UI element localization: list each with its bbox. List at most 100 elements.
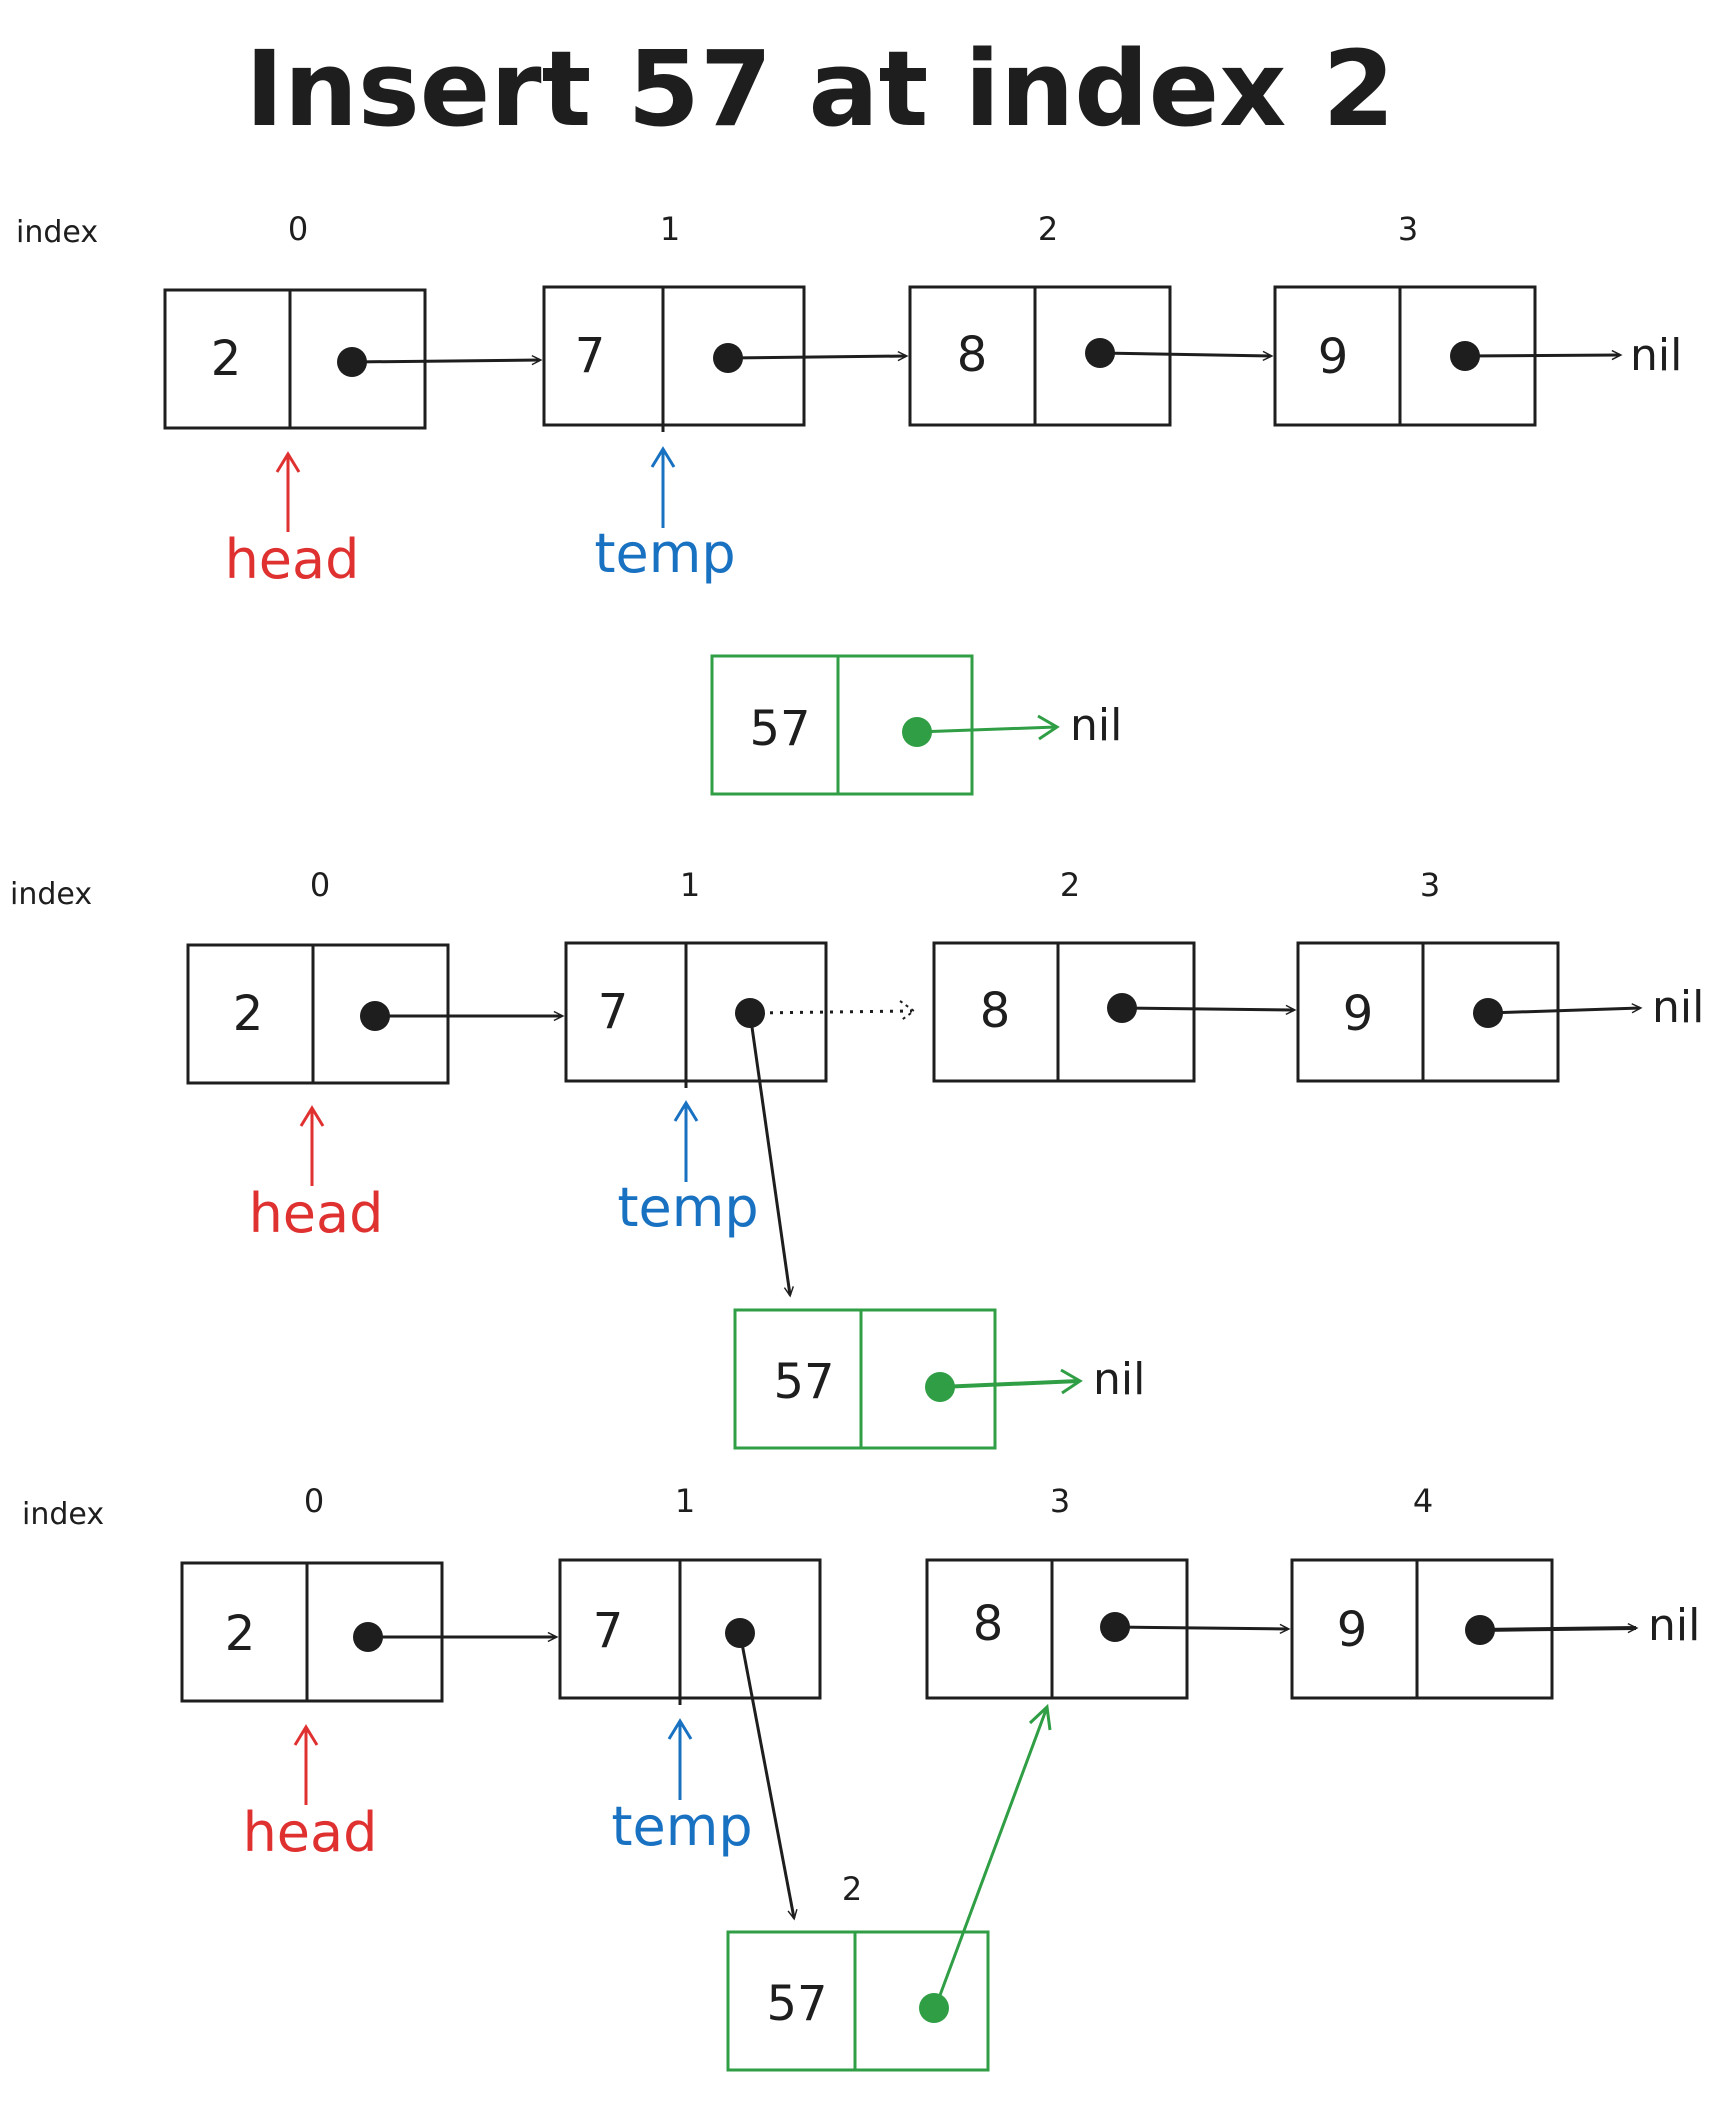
index-number: 4 xyxy=(1413,1482,1433,1520)
arrowhead xyxy=(1028,1703,1052,1731)
node-value: 2 xyxy=(225,1606,256,1662)
head-label: head xyxy=(243,1801,378,1864)
new-node: 57 xyxy=(726,1930,990,2072)
panel-2: index 0 1 2 3 2 7 8 9 xyxy=(10,866,1704,1450)
head-label: head xyxy=(225,528,360,591)
node-box xyxy=(558,1558,822,1700)
nil-terminator: nil xyxy=(1648,1600,1700,1651)
new-link-arrow xyxy=(748,1012,795,1298)
nil-terminator: nil xyxy=(1630,330,1682,381)
list-node: 8 xyxy=(932,941,1196,1083)
next-arrow xyxy=(1487,1003,1643,1015)
temp-label: temp xyxy=(611,1795,752,1858)
arrowhead xyxy=(293,1724,319,1746)
nil-terminator: nil xyxy=(1070,700,1122,751)
head-pointer: head xyxy=(225,451,360,591)
next-arrow xyxy=(1121,1004,1297,1016)
arrowhead xyxy=(899,1000,916,1022)
next-arrow xyxy=(1099,350,1274,362)
next-pointer-dot xyxy=(919,1993,949,2023)
node-value: 8 xyxy=(973,1596,1004,1652)
node-value: 9 xyxy=(1343,986,1374,1042)
list-node: 7 xyxy=(564,941,828,1088)
node-value: 7 xyxy=(575,328,606,384)
temp-pointer: temp xyxy=(617,1100,759,1239)
new-node-next-arrow xyxy=(934,1709,1048,2007)
index-number: 2 xyxy=(1038,210,1058,248)
node-box xyxy=(908,285,1172,427)
node-box xyxy=(932,941,1196,1083)
node-box xyxy=(186,943,450,1085)
index-number: 3 xyxy=(1050,1482,1070,1520)
arrowhead xyxy=(667,1718,693,1740)
node-value: 2 xyxy=(233,986,264,1042)
diagram-title: Insert 57 at index 2 xyxy=(245,28,1395,150)
list-node: 7 xyxy=(558,1558,822,1705)
next-arrow xyxy=(1114,1623,1291,1635)
index-number: 3 xyxy=(1398,210,1418,248)
new-node: 57 nil xyxy=(733,1308,1145,1450)
node-value: 8 xyxy=(957,327,988,383)
arrowhead xyxy=(650,446,676,468)
next-arrow xyxy=(727,350,909,362)
new-node-box xyxy=(733,1308,997,1450)
index-number: 1 xyxy=(660,210,680,248)
panel-3: index 0 1 3 4 2 7 8 9 xyxy=(22,1482,1700,2072)
index-number: 0 xyxy=(288,210,308,248)
new-node-value: 57 xyxy=(773,1354,834,1410)
new-node-index: 2 xyxy=(842,1870,862,1908)
index-row-label: index xyxy=(16,215,98,250)
head-label: head xyxy=(249,1182,384,1245)
arrowhead xyxy=(299,1105,325,1127)
new-node-box xyxy=(710,654,974,796)
arrowhead xyxy=(1060,1368,1083,1395)
index-number: 0 xyxy=(310,866,330,904)
index-number: 1 xyxy=(680,866,700,904)
index-number: 1 xyxy=(675,1482,695,1520)
nil-terminator: nil xyxy=(1652,982,1704,1033)
next-arrow xyxy=(1464,349,1623,361)
node-box xyxy=(564,941,828,1083)
node-box xyxy=(163,288,427,430)
head-pointer: head xyxy=(249,1105,384,1245)
node-value: 9 xyxy=(1318,329,1349,385)
list-node: 7 xyxy=(542,285,806,432)
node-value: 2 xyxy=(211,331,242,387)
index-number: 3 xyxy=(1420,866,1440,904)
node-box xyxy=(180,1561,444,1703)
head-pointer: head xyxy=(243,1724,378,1864)
new-link-arrow xyxy=(738,1632,798,1921)
temp-label: temp xyxy=(617,1176,758,1239)
index-row-label: index xyxy=(22,1497,104,1532)
index-row-label: index xyxy=(10,877,92,912)
next-arrow xyxy=(939,1379,1080,1389)
arrowhead xyxy=(1037,714,1060,741)
arrowhead xyxy=(673,1100,699,1122)
old-next-arrow-dotted xyxy=(749,1009,913,1015)
new-node-value: 57 xyxy=(749,701,810,757)
temp-pointer: temp xyxy=(611,1718,753,1858)
temp-label: temp xyxy=(594,522,735,585)
list-node: 8 xyxy=(908,285,1172,427)
list-node: 8 xyxy=(925,1558,1189,1700)
node-value: 9 xyxy=(1337,1602,1368,1658)
node-box xyxy=(925,1558,1189,1700)
list-node: 2 xyxy=(180,1561,444,1703)
nil-terminator: nil xyxy=(1093,1354,1145,1405)
node-value: 7 xyxy=(593,1603,624,1659)
new-node-value: 57 xyxy=(766,1976,827,2032)
index-number: 2 xyxy=(1060,866,1080,904)
temp-pointer: temp xyxy=(594,446,736,585)
new-node: 57 nil xyxy=(710,654,1122,796)
next-arrow xyxy=(916,725,1057,734)
arrowhead xyxy=(275,451,301,473)
panel-1: index 0 1 2 3 2 7 8 9 xyxy=(16,210,1682,796)
next-arrow xyxy=(351,354,543,366)
index-number: 0 xyxy=(304,1482,324,1520)
node-value: 8 xyxy=(980,983,1011,1039)
new-node-box xyxy=(726,1930,990,2072)
next-arrow xyxy=(1479,1622,1639,1634)
list-node: 2 xyxy=(186,943,450,1085)
